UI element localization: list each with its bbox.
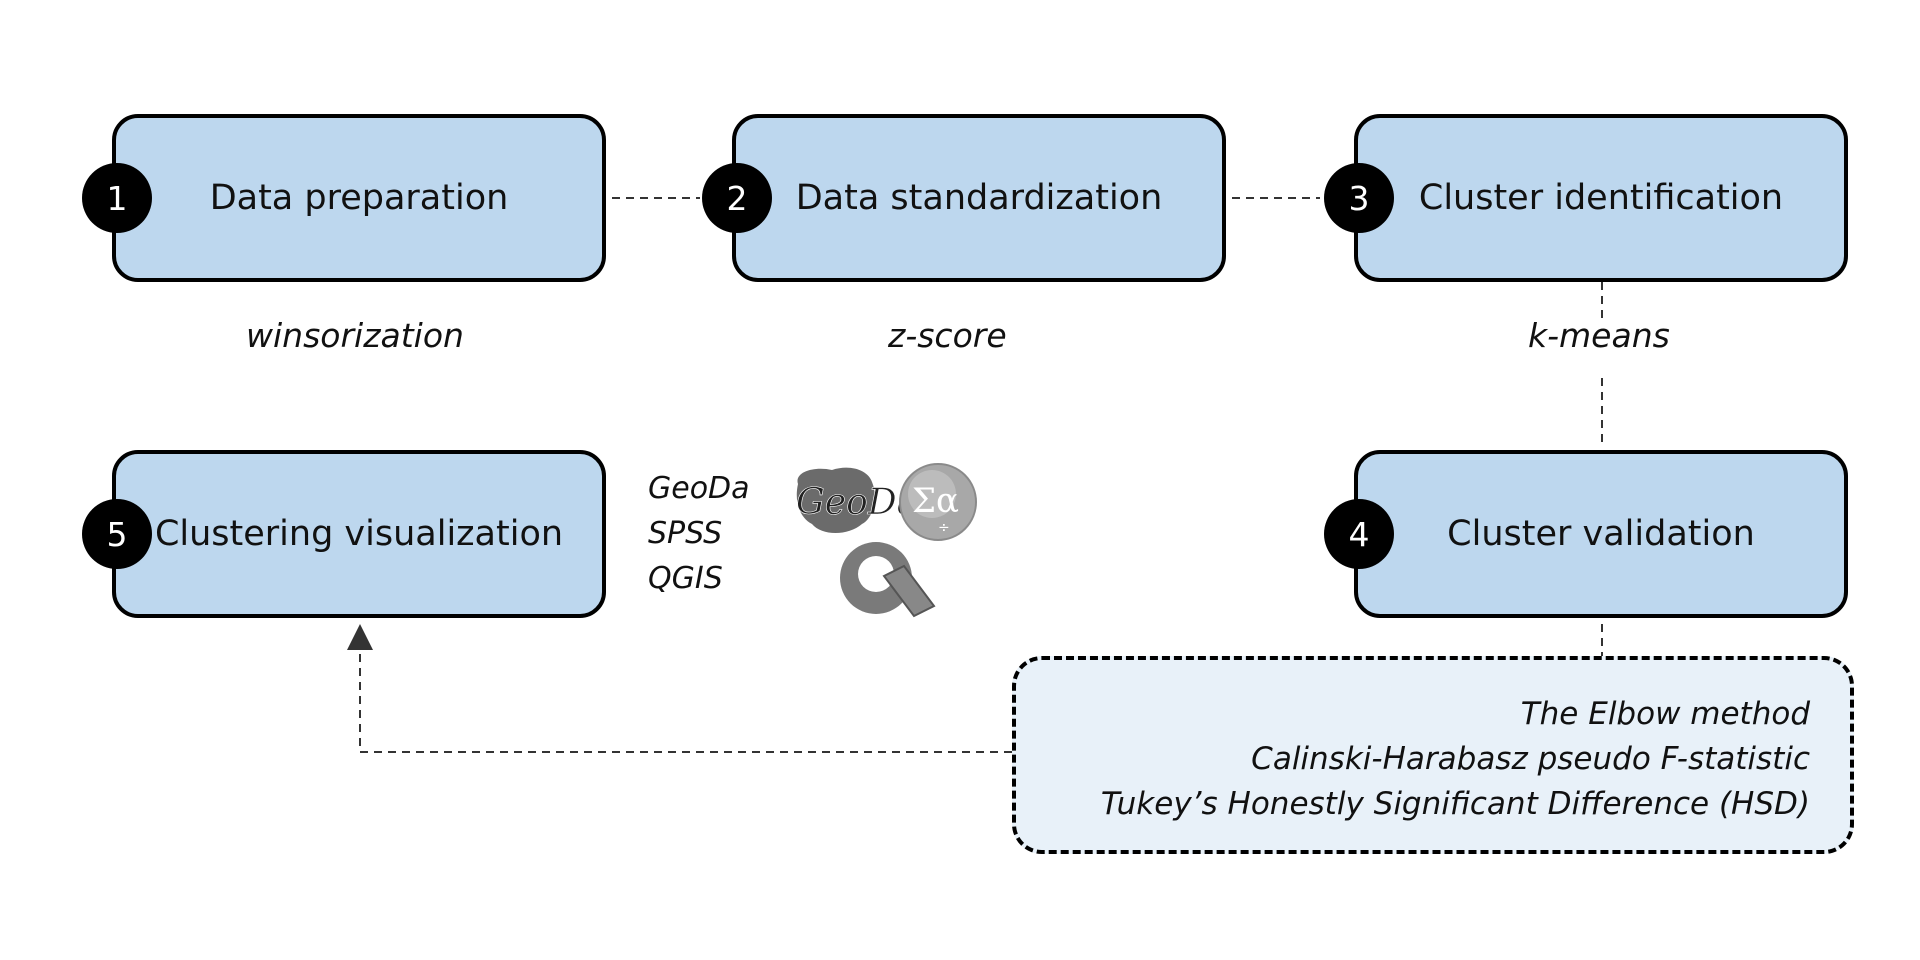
step-4-label: Cluster validation <box>1447 514 1755 554</box>
software-geoda: GeoDa <box>648 471 750 506</box>
step-3-badge: 3 <box>1324 163 1394 233</box>
software-logos: GeoDa Σα ÷ <box>796 463 977 618</box>
svg-text:GeoDa: GeoDa <box>796 482 918 523</box>
geoda-logo-icon: GeoDa <box>796 467 918 533</box>
svg-text:÷: ÷ <box>938 520 950 536</box>
validation-methods-box: The Elbow method Calinski-Harabasz pseud… <box>1012 656 1854 854</box>
qgis-logo-icon <box>840 542 936 618</box>
step-1-label: Data preparation <box>209 178 509 218</box>
method-z-score: z-score <box>888 316 1007 355</box>
step-5-badge: 5 <box>82 499 152 569</box>
arrowhead-to-step-5 <box>347 624 373 650</box>
step-5-box: 5 Clustering visualization <box>82 450 606 618</box>
step-2-box: 2 Data standardization <box>702 114 1226 282</box>
svg-text:Σα: Σα <box>912 481 959 521</box>
validation-method-tukey-hsd: Tukey’s Honestly Significant Difference … <box>1100 786 1810 822</box>
connector-validation-5 <box>359 646 1012 753</box>
software-spss: SPSS <box>648 516 723 551</box>
step-4-box: 4 Cluster validation <box>1324 450 1848 618</box>
step-2-badge: 2 <box>702 163 772 233</box>
software-qgis: QGIS <box>648 561 723 596</box>
step-1-box: 1 Data preparation <box>82 114 606 282</box>
validation-method-elbow: The Elbow method <box>1520 696 1810 732</box>
step-4-badge: 4 <box>1324 499 1394 569</box>
step-3-box: 3 Cluster identification <box>1324 114 1848 282</box>
spss-logo-icon: Σα ÷ <box>899 463 977 541</box>
method-winsorization: winsorization <box>246 316 464 355</box>
software-list: GeoDa SPSS QGIS <box>648 466 750 601</box>
step-2-label: Data standardization <box>795 178 1163 218</box>
validation-method-calinski-harabasz: Calinski-Harabasz pseudo F-statistic <box>1251 741 1810 777</box>
step-1-badge: 1 <box>82 163 152 233</box>
step-5-label: Clustering visualization <box>154 514 564 554</box>
step-3-label: Cluster identification <box>1418 178 1784 218</box>
method-k-means: k-means <box>1528 316 1670 355</box>
